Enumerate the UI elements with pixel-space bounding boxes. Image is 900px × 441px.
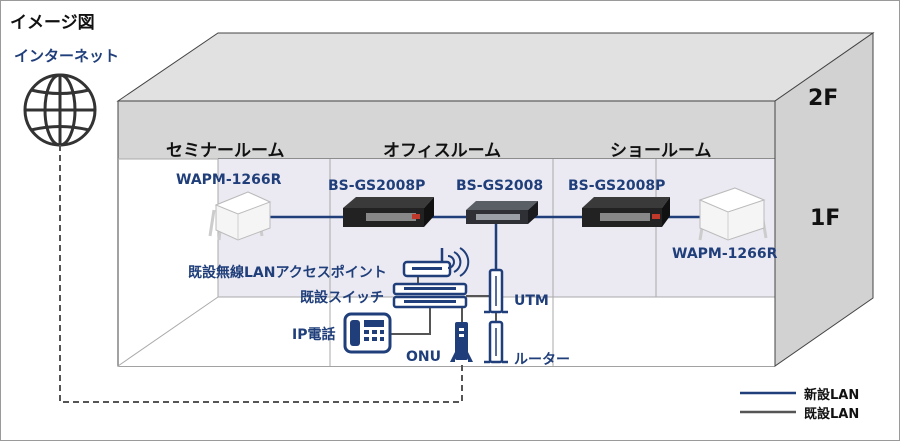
floor-label-1f: 1F [810,206,841,231]
existing-switch-icon [392,282,468,309]
utm-label: UTM [514,293,549,309]
switch-center-icon [466,201,538,224]
ap-left-label: WAPM-1266R [176,172,282,188]
ip-phone-label: IP電話 [292,327,336,343]
internet-globe-icon [23,73,97,147]
room-label-show: ショールーム [610,141,712,161]
diagram-title: イメージ図 [10,13,95,33]
existing-lan-line [390,307,431,335]
floor-surface [118,297,775,366]
perspective-line [117,296,219,367]
router-label: ルーター [514,352,570,368]
internet-label: インターネット [14,47,120,65]
access-point-left-icon [208,191,272,241]
switch-right-icon [582,197,670,227]
switch-left-label: BS-GS2008P [328,178,426,194]
ap-right-label: WAPM-1266R [672,246,778,262]
floor-label-2f: 2F [808,86,839,111]
switch-left-icon [343,197,434,227]
ip-phone-icon [343,312,392,354]
existing-wireless-ap-icon [402,247,470,278]
access-point-right-icon [698,187,768,241]
existing-switch-label: 既設スイッチ [300,290,384,306]
room-label-seminar: セミナールーム [166,141,285,161]
legend-new-lan-label: 新設LAN [804,388,860,403]
building-top [116,32,875,102]
utm-icon [484,268,508,314]
onu-label: ONU [406,349,441,365]
existing-wireless-ap-label: 既設無線LANアクセスポイント [188,265,387,281]
onu-icon [450,322,473,362]
switch-center-label: BS-GS2008 [456,178,544,194]
legend-existing-lan-label: 既設LAN [804,407,860,422]
room-label-office: オフィスルーム [383,141,502,161]
router-icon [484,320,508,364]
switch-right-label: BS-GS2008P [568,178,666,194]
